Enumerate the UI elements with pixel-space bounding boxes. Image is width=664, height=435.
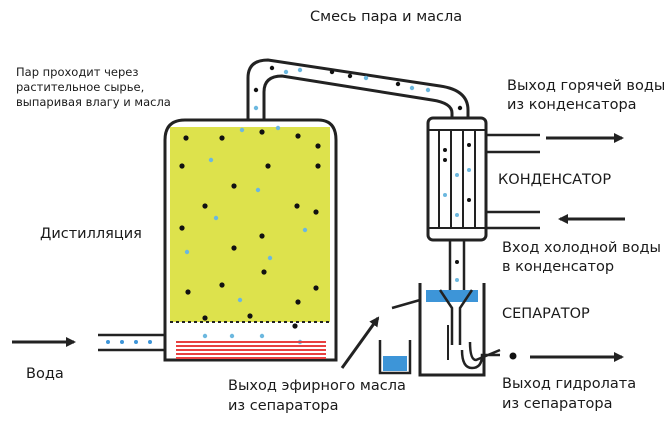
oil-droplet xyxy=(443,148,447,152)
steam-note-line1: Пар проходит через xyxy=(16,65,139,79)
water-label: Вода xyxy=(26,366,64,382)
steam-droplet xyxy=(283,69,289,75)
water-droplet xyxy=(148,340,152,344)
plant-particle xyxy=(219,282,225,288)
steam-droplet xyxy=(267,255,273,261)
separator xyxy=(391,283,501,377)
plant-particle xyxy=(315,163,321,169)
oil-droplet xyxy=(253,87,259,93)
oil-droplet xyxy=(347,73,353,79)
hot-water-line2: из конденсатора xyxy=(507,97,637,113)
steam-droplet xyxy=(363,75,369,81)
steam-droplet xyxy=(275,125,281,131)
plant-particle xyxy=(231,183,237,189)
steam-droplet xyxy=(213,215,219,221)
oil-beaker xyxy=(378,340,412,375)
condenser xyxy=(426,116,540,290)
steam-note-line3: выпаривая влагу и масла xyxy=(16,95,171,109)
steam-droplet xyxy=(229,333,235,339)
steam-note-line2: растительное сырье, xyxy=(16,80,145,94)
plant-particle xyxy=(315,143,321,149)
steam-droplet xyxy=(425,87,431,93)
plant-particle xyxy=(259,129,265,135)
steam-droplet xyxy=(202,333,208,339)
plant-particle xyxy=(313,285,319,291)
steam-droplet xyxy=(443,193,447,197)
oil-droplet xyxy=(467,143,471,147)
plant-particle xyxy=(294,203,300,209)
steam-droplet xyxy=(239,127,245,133)
steam-droplet xyxy=(455,278,459,282)
steam-droplet xyxy=(467,168,471,172)
hydrolate-line2: из сепаратора xyxy=(502,396,613,412)
still-vessel xyxy=(163,118,338,362)
plant-particle xyxy=(247,313,253,319)
steam-droplet xyxy=(302,227,308,233)
plant-particle xyxy=(179,163,185,169)
oil-droplet xyxy=(457,105,463,111)
steam-droplet xyxy=(253,105,259,111)
hydrolate-drop xyxy=(509,352,517,360)
hot-water-line1: Выход горячей воды xyxy=(507,78,664,94)
distillation-label: Дистилляция xyxy=(40,226,142,242)
water-inlet-pipe xyxy=(98,333,165,352)
plant-particle xyxy=(261,269,267,275)
steam-droplet xyxy=(237,297,243,303)
oil-droplet xyxy=(455,260,459,264)
plant-particle xyxy=(219,135,225,141)
still-dots xyxy=(179,125,321,345)
plant-particle xyxy=(313,209,319,215)
oil-droplet xyxy=(443,158,447,162)
water-droplet xyxy=(106,340,110,344)
water-inlet-dots xyxy=(106,340,152,344)
plant-particle xyxy=(202,203,208,209)
water-droplet xyxy=(120,340,124,344)
steam-droplet xyxy=(255,187,261,193)
steam-droplet xyxy=(208,157,214,163)
plant-particle xyxy=(295,133,301,139)
essential-oil-line2: из сепаратора xyxy=(228,398,339,414)
steam-oil-mix-label: Смесь пара и масла xyxy=(310,9,463,25)
plant-particle xyxy=(231,245,237,251)
oil-droplet xyxy=(269,65,275,71)
hydrolate-line1: Выход гидролата xyxy=(502,376,637,392)
oil-droplet xyxy=(329,69,335,75)
plant-particle xyxy=(183,135,189,141)
steam-pipe xyxy=(246,58,470,120)
plant-particle xyxy=(202,315,208,321)
essential-oil-line1: Выход эфирного масла xyxy=(228,378,406,394)
condenser-label: КОНДЕНСАТОР xyxy=(498,172,612,188)
steam-droplet xyxy=(455,213,459,217)
oil-droplet xyxy=(467,198,471,202)
plant-particle xyxy=(265,163,271,169)
heater-coil xyxy=(176,341,326,359)
oil-pointer-arrow xyxy=(340,316,380,369)
separator-label: СЕПАРАТОР xyxy=(502,306,590,322)
plant-particle xyxy=(259,233,265,239)
steam-pipe-dots xyxy=(253,65,463,111)
water-droplet xyxy=(134,340,138,344)
cold-water-line2: в конденсатор xyxy=(502,259,615,275)
cold-water-line1: Вход холодной воды xyxy=(502,240,661,256)
steam-droplet xyxy=(455,173,459,177)
condenser-dots xyxy=(443,143,471,282)
plant-particle xyxy=(295,299,301,305)
steam-droplet xyxy=(409,85,415,91)
plant-particle xyxy=(292,323,298,329)
plant-particle xyxy=(179,225,185,231)
steam-droplet xyxy=(184,249,190,255)
steam-droplet xyxy=(297,67,303,73)
plant-particle xyxy=(185,289,191,295)
oil-droplet xyxy=(395,81,401,87)
steam-droplet xyxy=(259,333,265,339)
